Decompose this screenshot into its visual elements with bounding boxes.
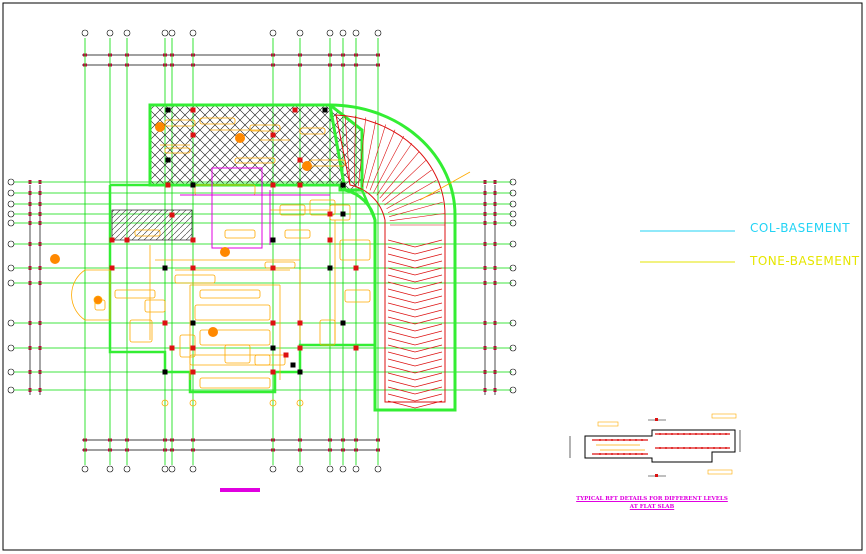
grid-bubble [123,29,131,37]
grid-bubble [326,29,334,37]
legend-label-tone-basement: TONE-BASEMENT [750,254,860,268]
column-markers [109,107,359,407]
internal-walls-fixtures [94,117,371,389]
grid-bubble [509,344,517,352]
grid-bubble [352,29,360,37]
grid-bubble [509,386,517,394]
legend-label-col-basement: COL-BASEMENT [750,221,851,235]
grid-bubble [168,29,176,37]
grid-bubble [269,465,277,473]
detail-caption-line-2: AT FLAT SLAB [629,504,675,510]
grid-bubble [123,465,131,473]
grid-bubble [7,279,15,287]
grid-bubble [509,319,517,327]
grid-bubble [374,29,382,37]
grid-bubble [7,178,15,186]
grid-bubble [7,368,15,376]
grid-bubble [81,29,89,37]
grid-bubble [189,29,197,37]
grid-bubble [7,386,15,394]
grid-bubble [7,189,15,197]
grid-bubble [7,264,15,272]
grid-bubble [7,200,15,208]
magenta-partitions [180,167,330,249]
grid-bubble [7,344,15,352]
grid-bubble [509,178,517,186]
grid-bubble [326,465,334,473]
plan-title-bar [220,488,260,492]
grid-bubble [189,465,197,473]
grid-bubble [509,219,517,227]
grid-bubble [509,240,517,248]
legend [640,230,735,263]
grid-bubble [374,465,382,473]
grid-bubble [7,319,15,327]
grid-bubble [7,219,15,227]
grid-bubble [509,368,517,376]
grid-bubble [509,210,517,218]
detail-caption-line-1: TYPICAL RFT DETAILS FOR DIFFERENT LEVELS [576,496,728,502]
orange-circles [50,122,312,337]
grid-bubble [509,189,517,197]
grid-bubble [509,279,517,287]
grid-bubble [168,465,176,473]
curved-ramp [328,103,471,412]
grid-bubble [296,29,304,37]
grid-bubble [352,465,360,473]
rebar-detail [569,413,741,477]
grid-bubble [81,465,89,473]
grid-bubble [7,210,15,218]
grid-lines-vertical [84,38,379,465]
left-bay [71,269,111,321]
building-outline [108,183,377,394]
grid-bubble [106,29,114,37]
grid-bubble [339,29,347,37]
grid-bubble [509,200,517,208]
grid-lines-horizontal [14,181,512,391]
grid-bubbles [7,29,517,473]
grid-bubble [339,465,347,473]
grid-bubble [7,240,15,248]
grid-bubble [161,29,169,37]
grid-bubble [269,29,277,37]
grid-bubble [509,264,517,272]
hatched-slab [111,103,364,241]
grid-bubble [161,465,169,473]
grid-bubble [106,465,114,473]
grid-bubble [296,465,304,473]
